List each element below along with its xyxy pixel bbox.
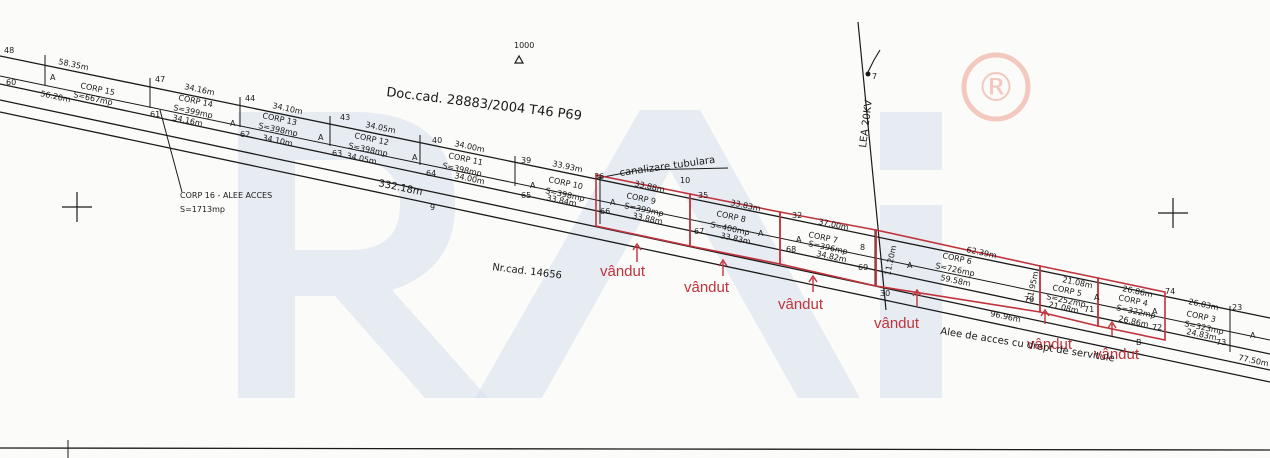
point-61: 61 bbox=[150, 110, 160, 119]
point-63: 63 bbox=[332, 149, 342, 158]
point-7: 7 bbox=[872, 72, 877, 81]
point-A7: A bbox=[758, 229, 764, 238]
point-68: 68 bbox=[786, 245, 796, 254]
point-B: B bbox=[1136, 338, 1142, 347]
sold-label-corp4: vândut bbox=[1094, 346, 1140, 363]
corp16-name: CORP 16 - ALEE ACCES bbox=[180, 191, 272, 200]
point-70: 70 bbox=[1024, 295, 1034, 304]
road-line-1 bbox=[0, 83, 1270, 355]
sold-parcels: vândut vândut vândut vândut vândut vându… bbox=[595, 174, 1166, 363]
trademark-ring bbox=[961, 52, 1031, 122]
point-44: 44 bbox=[245, 94, 255, 103]
point-A9: A bbox=[907, 261, 913, 270]
point-1000-label: 1000 bbox=[514, 41, 534, 50]
point-35: 35 bbox=[698, 191, 708, 200]
watermark-shape-r bbox=[238, 112, 488, 398]
parcel-mid-boundary bbox=[0, 75, 1270, 341]
point-66: 66 bbox=[600, 207, 610, 216]
point-36: 36 bbox=[594, 172, 604, 181]
point-30: 30 bbox=[880, 289, 890, 298]
point-74: 74 bbox=[1165, 287, 1175, 296]
point-8: 8 bbox=[860, 243, 865, 252]
sold-label-corp9: vândut bbox=[600, 263, 646, 280]
lea-hook bbox=[867, 49, 881, 73]
lea-label: LEA 20KV bbox=[858, 99, 875, 148]
sold-label-corp8: vândut bbox=[684, 279, 730, 296]
point-47: 47 bbox=[155, 75, 165, 84]
point-73: 73 bbox=[1216, 338, 1226, 347]
trademark-symbol: ® bbox=[976, 65, 1016, 111]
point-69: 69 bbox=[858, 263, 868, 272]
point-labels: 48 47 44 43 40 39 36 35 32 10 9 7 8 30 2… bbox=[4, 46, 1256, 347]
point-A10: A bbox=[1094, 293, 1100, 302]
corp16-leader bbox=[159, 109, 183, 193]
triangle-1000 bbox=[513, 54, 525, 64]
baseline-bottom bbox=[0, 447, 1270, 451]
point-A3: A bbox=[318, 133, 324, 142]
watermark: ® bbox=[238, 52, 1031, 398]
point-62: 62 bbox=[240, 130, 250, 139]
crosshair-markers: 1000 bbox=[62, 41, 1188, 228]
point-A5: A bbox=[530, 181, 536, 190]
watermark-shape-i-dot bbox=[880, 112, 942, 170]
point-72: 72 bbox=[1152, 323, 1162, 332]
point-A6: A bbox=[610, 198, 616, 207]
point-A8: A bbox=[796, 235, 802, 244]
crosshair-left bbox=[62, 192, 92, 222]
point-60: 60 bbox=[6, 78, 16, 87]
length-l2: 56.20m bbox=[40, 89, 72, 104]
doc-cad-label: Doc.cad. 28883/2004 T46 P69 bbox=[386, 85, 583, 124]
length-l11: 33.93m bbox=[552, 159, 584, 174]
point-A11: A bbox=[1152, 307, 1158, 316]
point-32: 32 bbox=[792, 211, 802, 220]
point-23: 23 bbox=[1232, 303, 1242, 312]
corp16-area: S=1713mp bbox=[180, 205, 225, 214]
point-65: 65 bbox=[521, 191, 531, 200]
point-10: 10 bbox=[680, 176, 690, 185]
sold-arrows bbox=[632, 242, 1117, 336]
point-64: 64 bbox=[426, 169, 436, 178]
point-43: 43 bbox=[340, 113, 350, 122]
point-40: 40 bbox=[432, 136, 442, 145]
length-labels: 58.35m 56.20m 34.16m 34.16m 34.10m 34.10… bbox=[40, 57, 1270, 368]
point-71: 71 bbox=[1084, 305, 1094, 314]
length-l28: 96.96m bbox=[990, 309, 1022, 324]
sold-label-corp6: vândut bbox=[874, 315, 920, 332]
sold-outline-corp4 bbox=[1097, 277, 1166, 341]
canalizare-leader bbox=[597, 167, 729, 179]
point-9: 9 bbox=[430, 203, 435, 212]
parcel-top-boundary bbox=[0, 55, 1270, 319]
point-A1: A bbox=[50, 73, 56, 82]
sold-label-corp7: vândut bbox=[778, 296, 824, 313]
point-39: 39 bbox=[521, 156, 531, 165]
point-67: 67 bbox=[694, 227, 704, 236]
point-A12: A bbox=[1250, 331, 1256, 340]
watermark-shape-a bbox=[475, 110, 860, 398]
point-A4: A bbox=[412, 153, 418, 162]
length-l1: 58.35m bbox=[58, 57, 90, 72]
crosshair-right bbox=[1158, 198, 1188, 228]
lea-line bbox=[857, 21, 887, 311]
point-48: 48 bbox=[4, 46, 14, 55]
length-l17: 37.00m bbox=[818, 217, 850, 232]
sold-label-corp5: vândut bbox=[1027, 336, 1073, 353]
lea-pole bbox=[865, 71, 871, 77]
point-A2: A bbox=[230, 119, 236, 128]
